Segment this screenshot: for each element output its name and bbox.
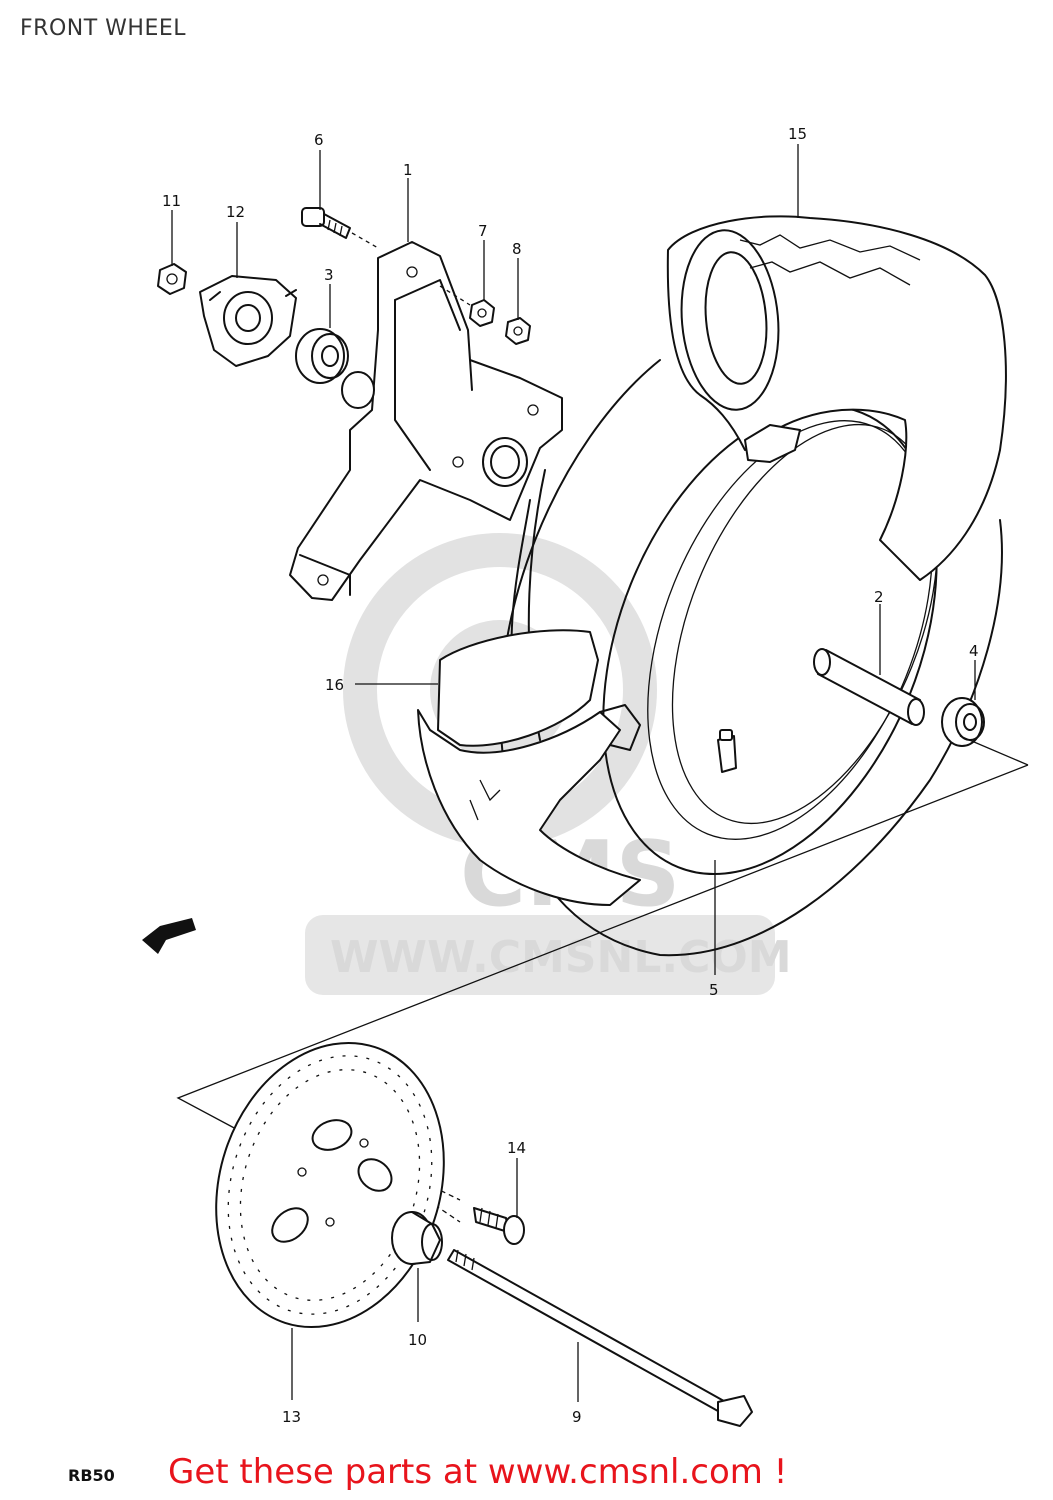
guide-lines bbox=[176, 735, 1029, 1223]
callout-15: 15 bbox=[788, 125, 807, 143]
nut-7 bbox=[439, 285, 495, 327]
axle bbox=[447, 1249, 753, 1427]
callout-5: 5 bbox=[709, 981, 719, 999]
axle-collar bbox=[391, 1211, 443, 1265]
brake-disc bbox=[215, 1041, 445, 1329]
bearing-3 bbox=[295, 328, 349, 384]
callout-9: 9 bbox=[572, 1408, 582, 1426]
callout-10: 10 bbox=[408, 1331, 427, 1349]
bolt-14 bbox=[473, 1207, 525, 1245]
axle-spacer bbox=[813, 648, 925, 726]
nut-8 bbox=[505, 317, 531, 345]
model-code: RB50 bbox=[68, 1466, 115, 1485]
nut-11 bbox=[157, 263, 187, 295]
callout-1: 1 bbox=[403, 161, 413, 179]
callout-labels: 1 2 3 4 5 6 7 8 9 10 11 12 13 14 15 16 bbox=[162, 125, 979, 1426]
watermark-url: WWW.CMSNL.COM bbox=[330, 932, 792, 983]
callout-13: 13 bbox=[282, 1408, 301, 1426]
callout-3: 3 bbox=[324, 266, 334, 284]
inner-tube bbox=[666, 215, 1007, 581]
direction-arrow-icon bbox=[142, 918, 196, 954]
callout-4: 4 bbox=[969, 642, 979, 660]
wheel-hub bbox=[289, 241, 563, 601]
callout-2: 2 bbox=[874, 588, 884, 606]
rim-band bbox=[417, 629, 641, 906]
tire-valve bbox=[717, 729, 737, 773]
bolt-6 bbox=[301, 207, 379, 249]
bearing-4 bbox=[941, 697, 985, 747]
callout-11: 11 bbox=[162, 192, 181, 210]
callout-6: 6 bbox=[314, 131, 324, 149]
callout-16: 16 bbox=[325, 676, 344, 694]
callout-7: 7 bbox=[478, 222, 488, 240]
shop-link[interactable]: Get these parts at www.cmsnl.com ! bbox=[168, 1452, 788, 1492]
callout-leaders bbox=[171, 144, 976, 1402]
callout-8: 8 bbox=[512, 240, 522, 258]
page-title: FRONT WHEEL bbox=[20, 16, 186, 41]
callout-12: 12 bbox=[226, 203, 245, 221]
speedometer-gearbox bbox=[199, 275, 297, 367]
callout-14: 14 bbox=[507, 1139, 526, 1157]
